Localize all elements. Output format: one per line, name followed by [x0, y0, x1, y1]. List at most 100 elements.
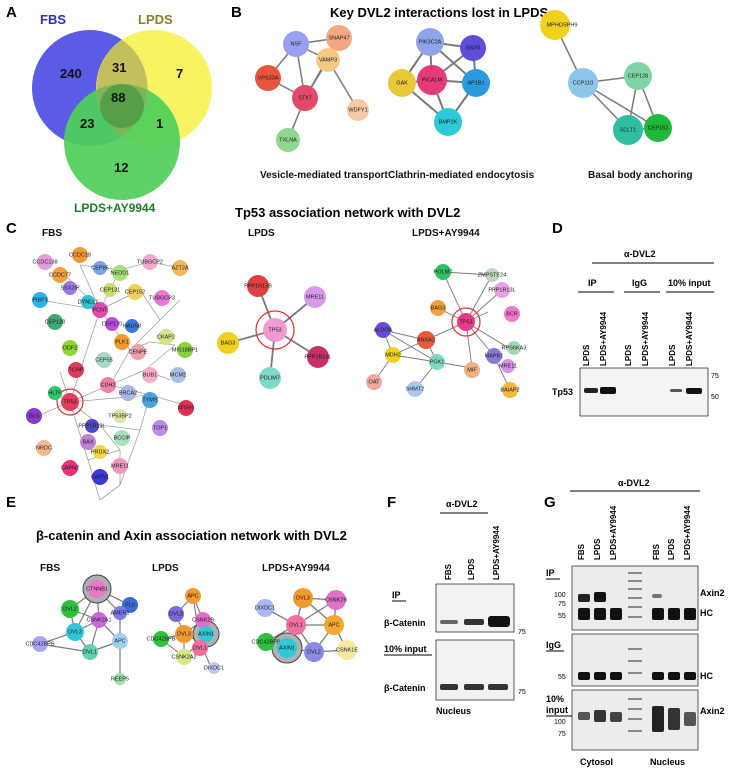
panel-b-letter: B: [231, 4, 242, 21]
panel-f-ip-tag: IP: [392, 590, 401, 600]
panel-e-lpds-label: LPDS: [152, 563, 179, 574]
node-wdfy1-label: WDFY1: [348, 107, 367, 113]
node-top1: [152, 420, 168, 436]
network-catenin-lpds: APC CSNK2B DVL2 DVL3 AXIN1 CDC42BPB DVL1…: [146, 588, 224, 674]
node-prdx2: [93, 445, 107, 459]
node-mre11-ay-label: MRE11: [499, 363, 517, 369]
node-cenpe-label: CENPE: [129, 349, 148, 355]
panel-f-marker-input: 75: [518, 689, 526, 696]
band-f-in-3: [488, 684, 508, 690]
node-snap47-label: SNAP47: [328, 35, 349, 41]
lane-g-1: FBS: [577, 543, 586, 560]
node-prdx2-label: PRDX2: [91, 449, 109, 455]
band-g-in-4: [652, 706, 664, 732]
node-mre11-lpds: [304, 286, 326, 308]
node-capn1: [92, 469, 108, 485]
node-mis18bp1: [177, 342, 193, 358]
venn-count-lpds-ay: 1: [156, 116, 163, 131]
node-dvl2-lpds: [168, 606, 184, 622]
panel-d-antibody: α-DVL2: [624, 249, 656, 259]
node-bag3-ay: [430, 300, 446, 316]
node-cep128: [624, 62, 652, 90]
node-oat: [366, 374, 382, 390]
lane-g-2: LPDS: [593, 538, 602, 560]
node-cdh2: [100, 377, 116, 393]
node-flii: [122, 597, 138, 613]
panel-d-marker-50: 50: [711, 394, 719, 401]
node-hltf: [48, 386, 62, 400]
node-csnk2a1: [91, 612, 107, 628]
node-pgk1: [429, 354, 445, 370]
node-ccdc138: [37, 254, 53, 270]
node-tp53-ay: [457, 313, 475, 331]
panel-d-letter: D: [552, 220, 563, 237]
band-g-ip-axin-2: [594, 592, 606, 602]
node-ppp1r13l-c-label: PPP1R13L: [78, 423, 105, 429]
ladder-g-ip: [628, 572, 642, 618]
node-bag3-ay-label: BAG3: [431, 305, 446, 311]
node-picalm: [417, 65, 447, 95]
node-cdc42bpb-lpds-label: CDC42BPB: [146, 636, 175, 642]
node-vamp3-label: VAMP3: [319, 57, 337, 63]
node-bag3-lpds-label: BAG3: [221, 340, 236, 346]
node-tp53bp2-label: TP53BP2: [108, 413, 132, 419]
node-bax-label: BAX: [82, 439, 93, 445]
node-mphosph9: [540, 10, 570, 40]
node-cep131-label: CEP131: [100, 287, 121, 293]
node-nrdc: [36, 440, 52, 456]
node-dvl3-lpds: [175, 625, 193, 643]
network-tp53-lpds: PPP1R13B MRE11 TP53 BAG3 PPP1R13L PDLIM7: [217, 275, 332, 389]
panel-g-marker-75: 75: [558, 601, 566, 608]
band-d-2: [600, 387, 616, 394]
node-mis18bp1-label: MIS18BP1: [172, 347, 198, 353]
node-bmp2k: [434, 108, 462, 136]
node-cep128-c: [47, 314, 63, 330]
node-bcr: [504, 306, 520, 322]
panel-g-marker-100: 100: [554, 592, 566, 599]
venn-label-lpds: LPDS: [138, 12, 173, 27]
node-shmt2: [407, 381, 423, 397]
node-tchp: [68, 362, 84, 378]
node-nsf-label: NSF: [291, 41, 303, 47]
band-g-ip-hc-5: [668, 608, 680, 620]
lane-g-4: FBS: [652, 543, 661, 560]
blot-f-input: [435, 639, 515, 701]
venn-circle-ay: [64, 84, 180, 200]
node-cep152-c: [127, 284, 143, 300]
network-basal-body: MPHOSPH9 CCP110 CEP128 SCLT1 CEP152 Basa…: [540, 10, 692, 181]
node-ap1b1: [462, 69, 490, 97]
node-axin1-ay-label: AXIN1: [279, 645, 295, 651]
node-shmt2-label: SHMT2: [406, 386, 425, 392]
node-ctnnb1-fbs-label: CTNNB1: [86, 586, 108, 592]
node-pcnt: [92, 302, 108, 318]
node-aldoa-label: ALDOA: [374, 327, 393, 333]
node-ap1b1-label: AP1B1: [467, 80, 484, 86]
panel-g-input-tag-2: input: [546, 705, 568, 715]
node-top1-label: TOP1: [153, 425, 167, 431]
panel-b-title: Key DVL2 interactions lost in LPDS: [330, 5, 548, 20]
node-ppp1r13l-lpds-label: PPP1R13L: [304, 354, 331, 360]
node-pcnt-label: PCNT: [93, 307, 109, 313]
node-ccp110-label: CCP110: [573, 80, 593, 86]
band-g-in-1: [578, 712, 590, 720]
lane-g-5: LPDS: [667, 538, 676, 560]
panel-g-axin2-input: Axin2: [700, 706, 725, 716]
node-ccdc138-label: CCDC138: [32, 259, 57, 265]
node-bccip-label: BCCIP: [114, 435, 131, 441]
node-bmp2k-label: BMP2K: [439, 119, 458, 125]
panel-c-ay-label: LPDS+AY9944: [412, 228, 480, 239]
node-mre11-c: [112, 458, 128, 474]
panel-d-group-ip: IP: [588, 278, 597, 288]
node-pibf1-label: PIBF1: [32, 297, 47, 303]
node-cep152-c-label: CEP152: [125, 289, 146, 295]
node-reep5: [114, 673, 126, 685]
node-sclt1: [613, 115, 643, 145]
node-dvl1-ay: [286, 615, 306, 635]
node-ssx2ip-label: SSX2IP: [60, 285, 80, 291]
node-pibf1: [32, 292, 48, 308]
node-csnk2a2-label: CSNK2A2: [171, 654, 196, 660]
node-ppp1r13l-lpds: [307, 346, 329, 368]
node-polm7: [435, 264, 451, 280]
tp53-highlight-ring-fbs: [56, 388, 84, 416]
node-dixdc1-ay-label: DIXDC1: [255, 605, 275, 611]
